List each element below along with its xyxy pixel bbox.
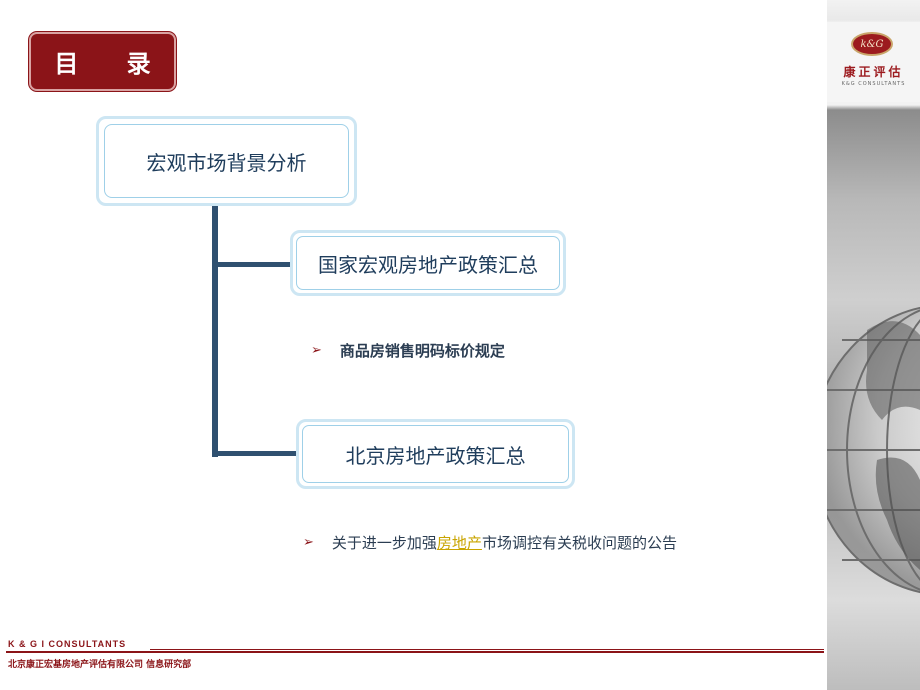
- connector-vertical: [212, 200, 218, 457]
- section-label-beijing-policy: 北京房地产政策汇总: [345, 443, 526, 468]
- section-label-macro-market: 宏观市场背景分析: [146, 150, 307, 175]
- toc-title-badge: 目 录: [29, 32, 176, 91]
- section-box-beijing-policy[interactable]: 北京房地产政策汇总: [296, 419, 575, 489]
- bullet-text-before: 关于进一步加强: [331, 534, 437, 552]
- footer-company-cn: 北京康正宏基房地产评估有限公司 信息研究部: [8, 660, 192, 670]
- logo-en-text: K&G CONSULTANTS: [841, 81, 906, 87]
- company-logo: k&G 康正评估 K&G CONSULTANTS: [827, 22, 920, 102]
- footer-divider: [6, 651, 824, 653]
- connector-branch-1: [212, 262, 292, 267]
- bullet-item-tax-announcement: ➢ 关于进一步加强房地产市场调控有关税收问题的公告: [303, 532, 677, 553]
- logo-cn-text: 康正评估: [843, 65, 904, 79]
- footer-divider-thin: [150, 649, 824, 650]
- logo-mark-icon: k&G: [851, 32, 893, 56]
- arrow-right-icon: ➢: [303, 535, 314, 550]
- bullet-link-real-estate[interactable]: 房地产: [436, 534, 482, 552]
- bullet-text-price-rules: 商品房销售明码标价规定: [339, 342, 505, 360]
- footer-company-en: K & G I CONSULTANTS: [8, 639, 127, 649]
- globe-icon: [827, 306, 920, 594]
- toc-title: 目 录: [54, 49, 171, 78]
- section-box-national-policy[interactable]: 国家宏观房地产政策汇总: [290, 230, 566, 296]
- section-box-macro-market[interactable]: 宏观市场背景分析: [96, 116, 357, 206]
- section-label-national-policy: 国家宏观房地产政策汇总: [318, 252, 538, 277]
- side-decoration: k&G 康正评估 K&G CONSULTANTS: [827, 0, 920, 690]
- connector-branch-2: [212, 451, 298, 456]
- bullet-item-price-rules: ➢ 商品房销售明码标价规定: [311, 340, 505, 361]
- bullet-text-after: 市场调控有关税收问题的公告: [481, 534, 677, 552]
- arrow-right-icon: ➢: [311, 343, 322, 358]
